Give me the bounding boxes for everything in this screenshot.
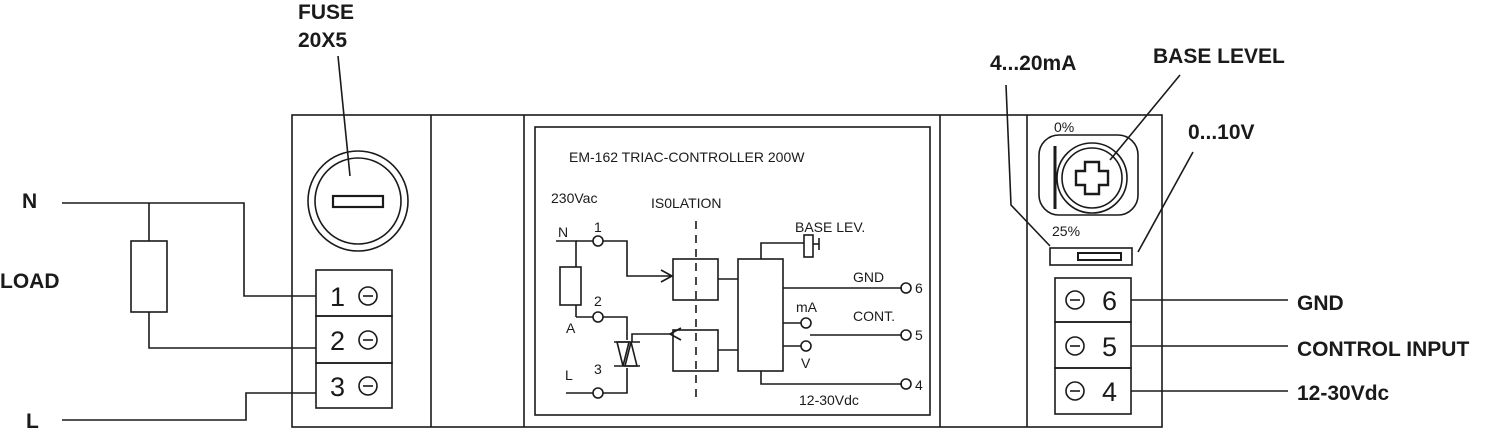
panel-cont-label: CONT.: [853, 308, 895, 324]
base-level-potentiometer[interactable]: [1038, 134, 1139, 216]
terminal-dot: [800, 317, 812, 329]
control-input-label: CONTROL INPUT: [1297, 338, 1469, 361]
output-range-selector[interactable]: [1049, 247, 1133, 266]
base-lev-label: BASE LEV.: [795, 219, 865, 235]
panel-title: EM-162 TRIAC-CONTROLLER 200W: [569, 149, 805, 165]
terminal-number-5: 5: [1102, 332, 1117, 362]
terminal-screw-icon[interactable]: [358, 330, 378, 350]
fuse-holder[interactable]: [307, 150, 409, 252]
voltage-output-label: 0...10V: [1188, 121, 1255, 144]
base-level-trimmer-icon: [803, 234, 820, 258]
panel-terminal-3: 3: [594, 361, 602, 377]
terminal-screw-icon[interactable]: [1065, 290, 1085, 310]
terminal-dot: [900, 282, 912, 294]
terminal-dot: [900, 329, 912, 341]
schematic-panel: [534, 126, 931, 416]
panel-v-label: V: [801, 355, 811, 371]
terminal-screw-icon[interactable]: [358, 286, 378, 306]
load-label: LOAD: [0, 270, 60, 293]
terminal-number-1: 1: [330, 282, 345, 312]
l-wire-label: L: [26, 410, 39, 428]
current-output-label: 4...20mA: [990, 52, 1076, 75]
left-terminal-block: [315, 269, 393, 409]
panel-terminal-6: 6: [915, 280, 923, 296]
panel-l-label: L: [565, 367, 573, 383]
terminal-number-4: 4: [1102, 377, 1117, 407]
panel-a-label: A: [566, 320, 576, 336]
terminal-dot: [592, 387, 604, 399]
isolation-label: IS0LATION: [651, 195, 722, 211]
terminal-dot: [592, 235, 604, 247]
ma-leader-line: [1005, 84, 1051, 247]
voltage-leader-line: [1137, 151, 1194, 253]
terminal-dot: [592, 311, 604, 323]
terminal-number-2: 2: [330, 326, 345, 356]
panel-terminal-2: 2: [594, 293, 602, 309]
base-level-label: BASE LEVEL: [1153, 45, 1285, 68]
fuse-leader-line: [337, 55, 351, 177]
control-wiring: [1131, 299, 1288, 392]
base-level-leader-line: [1109, 74, 1181, 161]
load-resistor-icon: [559, 266, 582, 306]
supply-voltage-label: 12-30Vdc: [1297, 382, 1390, 405]
terminal-screw-icon[interactable]: [358, 376, 378, 396]
panel-gnd-label: GND: [853, 269, 884, 285]
schematic-wiring: [556, 221, 912, 402]
panel-n-label: N: [558, 224, 568, 240]
fuse-rating: 20X5: [298, 29, 347, 52]
terminal-number-3: 3: [330, 372, 345, 402]
terminal-dot: [800, 340, 812, 352]
load-wiring: [62, 202, 316, 421]
terminal-number-6: 6: [1102, 286, 1117, 316]
terminal-dot: [900, 378, 912, 390]
panel-ma-label: mA: [796, 299, 818, 315]
mains-voltage-label: 230Vac: [551, 190, 597, 206]
panel-terminal-1: 1: [594, 219, 602, 235]
panel-supply-label: 12-30Vdc: [799, 392, 859, 408]
n-wire-label: N: [22, 190, 37, 213]
device-housing: [291, 114, 1163, 428]
terminal-screw-icon[interactable]: [1065, 336, 1085, 356]
pot-min-label: 0%: [1054, 119, 1074, 135]
terminal-screw-icon[interactable]: [1065, 381, 1085, 401]
controller-block: [737, 258, 784, 372]
triac-icon: [614, 341, 640, 367]
pot-max-label: 25%: [1052, 223, 1080, 239]
panel-terminal-4: 4: [915, 377, 923, 393]
panel-terminal-5: 5: [915, 327, 923, 343]
fuse-label: FUSE: [298, 1, 354, 24]
gnd-label: GND: [1297, 292, 1344, 315]
